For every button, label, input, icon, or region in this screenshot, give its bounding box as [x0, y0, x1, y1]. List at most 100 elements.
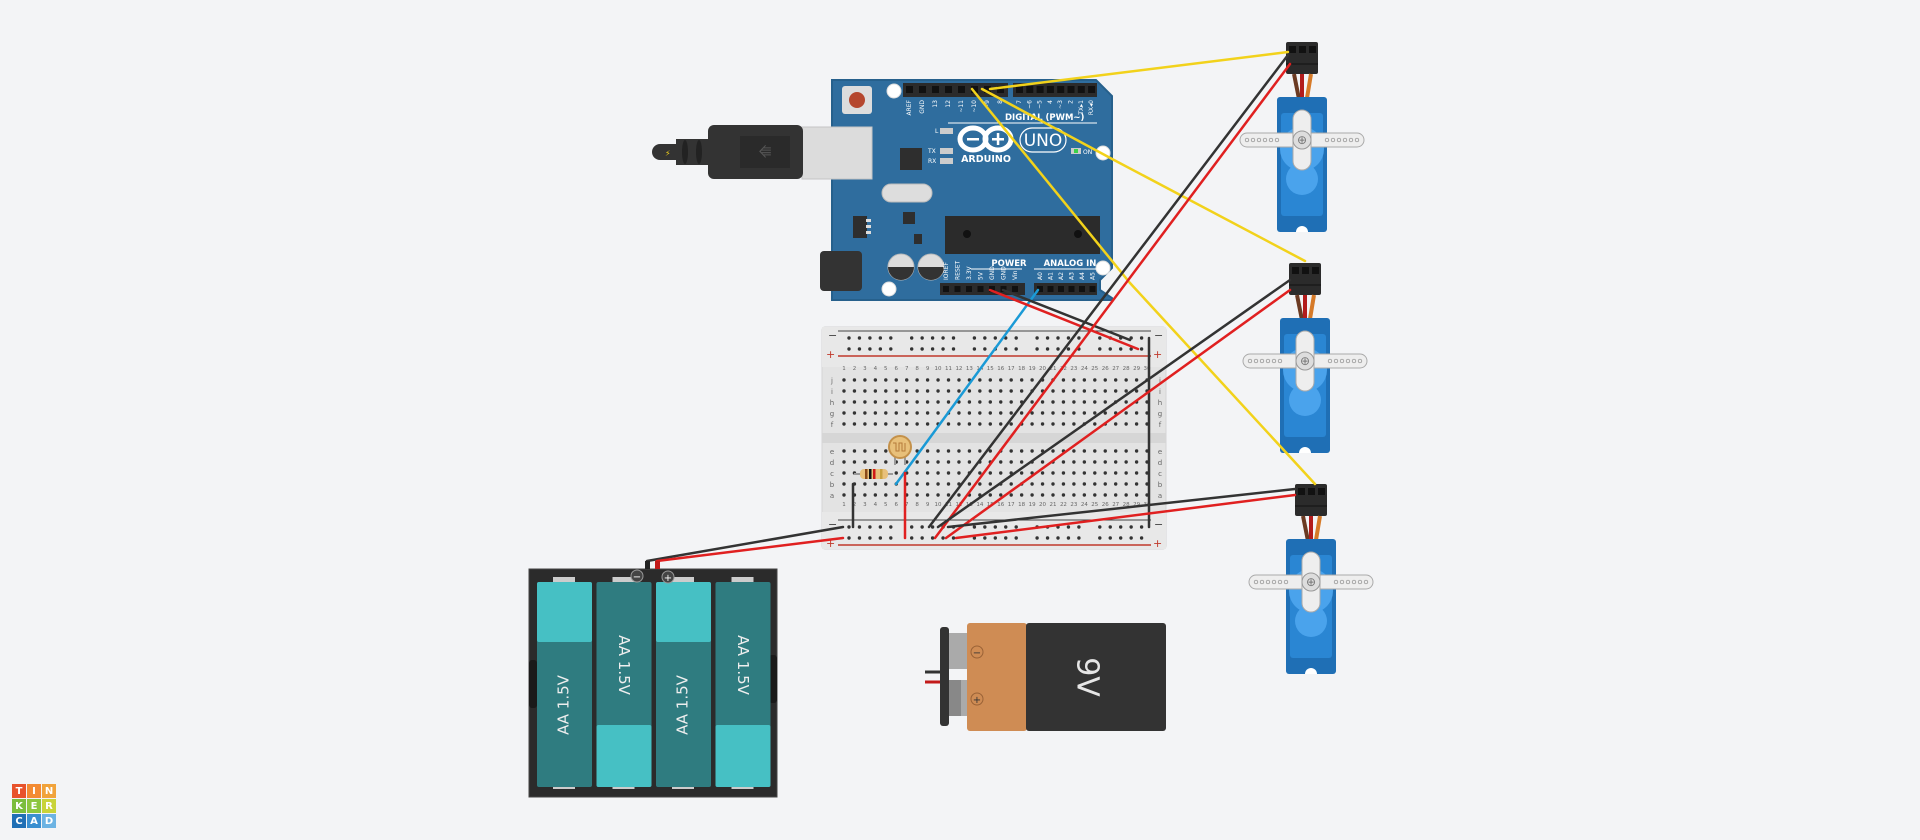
pack-power-wire[interactable]: [655, 536, 845, 563]
breadboard-hole[interactable]: [842, 411, 846, 415]
breadboard-hole[interactable]: [852, 389, 857, 393]
breadboard-hole[interactable]: [946, 378, 951, 382]
breadboard-hole[interactable]: [1072, 471, 1076, 475]
rail-hole[interactable]: [847, 347, 851, 351]
rail-hole[interactable]: [910, 336, 914, 340]
breadboard-hole[interactable]: [967, 422, 972, 426]
digital-pin[interactable]: [984, 86, 991, 93]
breadboard-hole[interactable]: [1093, 389, 1097, 393]
breadboard-hole[interactable]: [873, 378, 878, 382]
breadboard-hole[interactable]: [1061, 378, 1066, 382]
rail-hole[interactable]: [1045, 536, 1050, 540]
rail-hole[interactable]: [983, 347, 987, 351]
rail-hole[interactable]: [857, 336, 862, 340]
breadboard-hole[interactable]: [946, 389, 951, 393]
power-pin[interactable]: [989, 286, 995, 292]
rail-hole[interactable]: [889, 336, 893, 340]
rail-hole[interactable]: [983, 525, 987, 529]
breadboard-hole[interactable]: [946, 493, 951, 497]
breadboard-hole[interactable]: [1093, 422, 1097, 426]
breadboard-hole[interactable]: [1009, 389, 1013, 393]
wire-gnd-to-rail[interactable]: [1001, 288, 1132, 342]
aa-cell[interactable]: AA 1.5V: [596, 577, 652, 789]
breadboard-hole[interactable]: [884, 449, 888, 453]
rail-hole[interactable]: [1056, 336, 1060, 340]
breadboard-hole[interactable]: [1040, 460, 1045, 464]
analog-pin[interactable]: [1089, 286, 1096, 292]
rail-hole[interactable]: [1066, 347, 1071, 351]
breadboard-hole[interactable]: [946, 460, 951, 464]
breadboard-hole[interactable]: [1030, 482, 1034, 486]
breadboard-hole[interactable]: [1093, 449, 1097, 453]
breadboard-hole[interactable]: [863, 422, 867, 426]
breadboard-hole[interactable]: [1093, 471, 1097, 475]
rail-hole[interactable]: [857, 536, 862, 540]
power-wire-servo2[interactable]: [944, 288, 1292, 540]
breadboard-hole[interactable]: [1103, 411, 1107, 415]
breadboard-hole[interactable]: [1030, 493, 1034, 497]
analog-pin[interactable]: [1068, 286, 1075, 292]
rail-hole[interactable]: [972, 536, 977, 540]
breadboard-hole[interactable]: [1051, 389, 1055, 393]
breadboard-hole[interactable]: [978, 422, 982, 426]
rail-hole[interactable]: [1004, 347, 1008, 351]
breadboard-hole[interactable]: [863, 378, 867, 382]
breadboard-hole[interactable]: [1103, 482, 1107, 486]
breadboard-hole[interactable]: [999, 389, 1003, 393]
breadboard[interactable]: − + − + − + − + 112233445566778899101011…: [821, 326, 1167, 550]
wire-5v-to-rail[interactable]: [988, 288, 1140, 351]
breadboard-hole[interactable]: [1093, 482, 1097, 486]
resistor[interactable]: [854, 469, 893, 479]
rail-hole[interactable]: [1014, 347, 1018, 351]
breadboard-hole[interactable]: [1030, 378, 1034, 382]
rail-hole[interactable]: [910, 536, 914, 540]
rail-hole[interactable]: [878, 536, 883, 540]
breadboard-hole[interactable]: [967, 411, 972, 415]
breadboard-hole[interactable]: [1009, 460, 1013, 464]
breadboard-hole[interactable]: [936, 449, 940, 453]
breadboard-hole[interactable]: [1051, 400, 1055, 404]
breadboard-hole[interactable]: [852, 449, 857, 453]
rail-hole[interactable]: [1004, 525, 1008, 529]
breadboard-hole[interactable]: [999, 378, 1003, 382]
breadboard-hole[interactable]: [1124, 493, 1128, 497]
breadboard-hole[interactable]: [1009, 411, 1013, 415]
digital-pin[interactable]: [1036, 86, 1044, 93]
breadboard-hole[interactable]: [936, 411, 940, 415]
breadboard-hole[interactable]: [978, 449, 982, 453]
breadboard-hole[interactable]: [1072, 493, 1076, 497]
breadboard-hole[interactable]: [884, 411, 888, 415]
analog-pin[interactable]: [1037, 286, 1043, 292]
breadboard-hole[interactable]: [1051, 422, 1055, 426]
breadboard-hole[interactable]: [1134, 422, 1139, 426]
breadboard-hole[interactable]: [852, 378, 857, 382]
breadboard-hole[interactable]: [1072, 400, 1076, 404]
breadboard-hole[interactable]: [925, 460, 930, 464]
rail-hole[interactable]: [993, 525, 997, 529]
breadboard-hole[interactable]: [1093, 378, 1097, 382]
rail-hole[interactable]: [889, 347, 893, 351]
breadboard-hole[interactable]: [988, 378, 992, 382]
rail-hole[interactable]: [941, 336, 945, 340]
breadboard-hole[interactable]: [915, 422, 919, 426]
breadboard-hole[interactable]: [915, 471, 919, 475]
breadboard-hole[interactable]: [1093, 493, 1097, 497]
breadboard-hole[interactable]: [1114, 378, 1118, 382]
rail-hole[interactable]: [1066, 336, 1071, 340]
rail-hole[interactable]: [972, 347, 977, 351]
breadboard-hole[interactable]: [936, 482, 940, 486]
rail-hole[interactable]: [868, 536, 872, 540]
breadboard-hole[interactable]: [863, 400, 867, 404]
breadboard-hole[interactable]: [1009, 482, 1013, 486]
analog-wire-a0[interactable]: [894, 288, 1040, 486]
breadboard-hole[interactable]: [1082, 482, 1087, 486]
breadboard-hole[interactable]: [1103, 471, 1107, 475]
breadboard-hole[interactable]: [1009, 422, 1013, 426]
breadboard-hole[interactable]: [1040, 482, 1045, 486]
rail-hole[interactable]: [1108, 347, 1112, 351]
breadboard-hole[interactable]: [988, 493, 992, 497]
breadboard-hole[interactable]: [988, 482, 992, 486]
breadboard-hole[interactable]: [873, 493, 878, 497]
